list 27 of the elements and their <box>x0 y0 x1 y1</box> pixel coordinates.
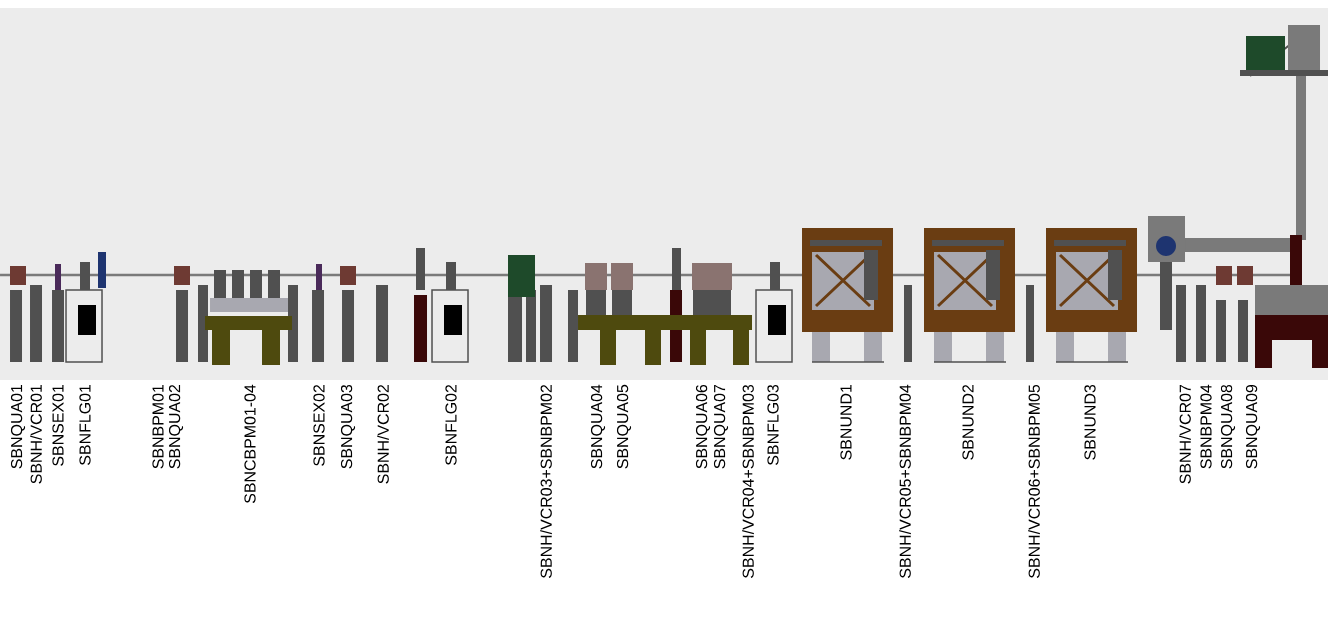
component-label: SBNH/VCR07 <box>1179 385 1191 484</box>
component-label: SBNQUA08 <box>1220 384 1236 469</box>
component-label: SBNQUA01 <box>10 385 26 469</box>
component-label: SBNQUA02 <box>168 385 184 469</box>
component-label: SBNH/VCR06+SBNBPM05 <box>1028 384 1040 578</box>
component-label: SBNFLG02 <box>445 385 457 465</box>
component-label: SBNBPM04 <box>1200 384 1212 469</box>
component-label: SBNFLG03 <box>767 384 779 465</box>
component-label: SBNH/VCR03+SBNBPM02 <box>540 385 552 578</box>
component-label: SBNQUA07 <box>713 385 729 469</box>
component-label: SBNQUA05 <box>616 384 632 469</box>
component-label: SBNSEX02 <box>313 385 325 466</box>
component-label: SBNFLG01 <box>79 385 91 465</box>
component-label: SBNQUA09 <box>1245 384 1261 469</box>
component-label: SBNUND3 <box>1084 384 1096 460</box>
component-label: SBNSEX01 <box>52 385 64 466</box>
component-label: SBNBPM01 <box>152 385 164 469</box>
component-label: SBNH/VCR02 <box>377 385 389 484</box>
component-label: SBNQUA03 <box>340 384 356 469</box>
component-label: SBNH/VCR04+SBNBPM03 <box>742 384 754 578</box>
component-label: SBNH/VCR05+SBNBPM04 <box>899 384 911 578</box>
component-label: SBNUND1 <box>840 385 852 460</box>
component-label: SBNUND2 <box>962 385 974 460</box>
component-label: SBNQUA04 <box>590 384 606 469</box>
component-label: SBNH/VCR01 <box>30 385 42 484</box>
component-label: SBNCBPM01-04 <box>244 384 256 504</box>
component-label: SBNQUA06 <box>695 384 711 469</box>
